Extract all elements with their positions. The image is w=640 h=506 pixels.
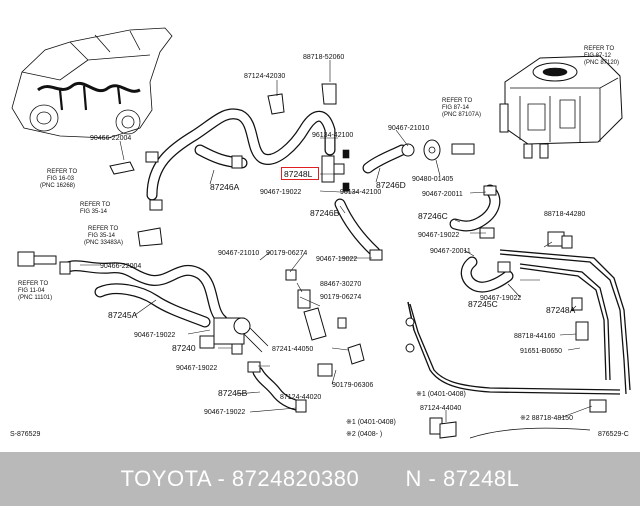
label-90467-21010-a: 90467-21010 — [388, 125, 429, 132]
parts-diagram: 88718-52060 87124-42030 96134-42100 9046… — [10, 27, 631, 439]
label-87241-44050: 87241-44050 — [272, 346, 313, 353]
hose-87246d — [362, 139, 475, 174]
hose-87246b — [334, 198, 383, 261]
reference-notes: REFER TO FIG 87-12 (PNC 87120) REFER TO … — [18, 46, 619, 301]
label-note-2-bottom: ※2 (0408- ) — [346, 431, 382, 438]
label-88718-52060: 88718-52060 — [303, 54, 344, 61]
label-87248a: 87248A — [546, 305, 576, 315]
label-87245b: 87245B — [218, 388, 248, 398]
label-90179-06274-a: 90179-06274 — [266, 250, 307, 257]
label-87245c: 87245C — [468, 299, 498, 309]
ref-87107a: REFER TO FIG 87-14 (PNC 87107A) — [442, 98, 481, 118]
label-87248l: 87248L — [284, 169, 313, 179]
label-88718-48150: ※2 88718-48150 — [520, 415, 573, 422]
label-90467-19022-e: 90467-19022 — [176, 365, 217, 372]
footer-part-number: TOYOTA - 8724820380 N - 87248L — [120, 466, 520, 491]
label-90467-19022-c: 90467-19022 — [316, 256, 357, 263]
label-90467-19022-a: 90467-19022 — [260, 189, 301, 196]
label-note-1-top: ※1 (0401-0408) — [416, 391, 466, 398]
label-87246a: 87246A — [210, 182, 240, 192]
clamps-right — [429, 231, 607, 439]
ref-33483a: REFER TO FIG 35-14 (PNC 33483A) — [84, 226, 123, 246]
middle-fittings — [285, 269, 365, 377]
ref-11101: REFER TO FIG 11-04 (PNC 11101) — [18, 281, 52, 301]
label-87246c: 87246C — [418, 211, 448, 221]
fittings-left — [17, 161, 163, 267]
connector-87248l — [321, 149, 350, 192]
hose-87245a — [59, 260, 228, 328]
valve-87240 — [199, 317, 269, 355]
label-90179-06274-b: 90179-06274 — [320, 294, 361, 301]
label-note-1-bottom: ※1 (0401-0408) — [346, 419, 396, 426]
label-88718-44280: 88718-44280 — [544, 211, 585, 218]
label-87124-42030: 87124-42030 — [244, 73, 285, 80]
label-90467-20011-b: 90467-20011 — [430, 248, 471, 255]
vehicle-illustration — [11, 27, 173, 139]
leader-lines — [80, 60, 593, 422]
label-96134-42100-b: 96134-42100 — [340, 189, 381, 196]
label-96134-42100-a: 96134-42100 — [312, 132, 353, 139]
label-87124-44020: 87124-44020 — [280, 394, 321, 401]
label-87246d: 87246D — [376, 180, 406, 190]
hose-87245c — [460, 256, 514, 293]
label-90466-22004-a: 90466-22004 — [90, 135, 131, 142]
hose-87245b — [247, 361, 307, 413]
label-91651-b0650: 91651-B0650 — [520, 348, 562, 355]
corner-code-left: S-876529 — [10, 431, 40, 438]
label-87245a: 87245A — [108, 310, 138, 320]
label-90467-20011-a: 90467-20011 — [422, 191, 463, 198]
label-90467-19022-f: 90467-19022 — [204, 409, 245, 416]
label-87246b: 87246B — [310, 208, 340, 218]
label-90466-22004-b: 90466-22004 — [100, 263, 141, 270]
label-90467-19022-d: 90467-19022 — [134, 332, 175, 339]
label-88467-30270: 88467-30270 — [320, 281, 361, 288]
ref-16268: REFER TO FIG 16-03 (PNC 16268) — [40, 169, 79, 189]
hose-87246a — [145, 108, 336, 201]
label-87124-44040: 87124-44040 — [420, 405, 461, 412]
part-labels: 88718-52060 87124-42030 96134-42100 9046… — [90, 54, 585, 438]
bracket-87124-42030 — [267, 83, 337, 115]
ref-35-14: REFER TO FIG 35-14 — [80, 202, 112, 215]
label-87240: 87240 — [172, 343, 196, 353]
hose-87246c — [449, 184, 501, 239]
label-90467-19022-b: 90467-19022 — [418, 232, 459, 239]
label-90179-06306: 90179-06306 — [332, 382, 373, 389]
highlight-box-87248l — [281, 167, 319, 180]
footer-bar: TOYOTA - 8724820380 N - 87248L — [0, 452, 640, 506]
heater-unit — [499, 55, 623, 159]
label-90467-19022-g: 90467-19022 — [480, 295, 521, 302]
label-90467-21010-b: 90467-21010 — [218, 250, 259, 257]
corner-code-right: 876529-C — [598, 431, 629, 438]
pipes-right — [405, 249, 631, 395]
label-88718-44160: 88718-44160 — [514, 333, 555, 340]
label-90480-01405: 90480-01405 — [412, 176, 453, 183]
ref-87120: REFER TO FIG 87-12 (PNC 87120) — [584, 46, 619, 66]
